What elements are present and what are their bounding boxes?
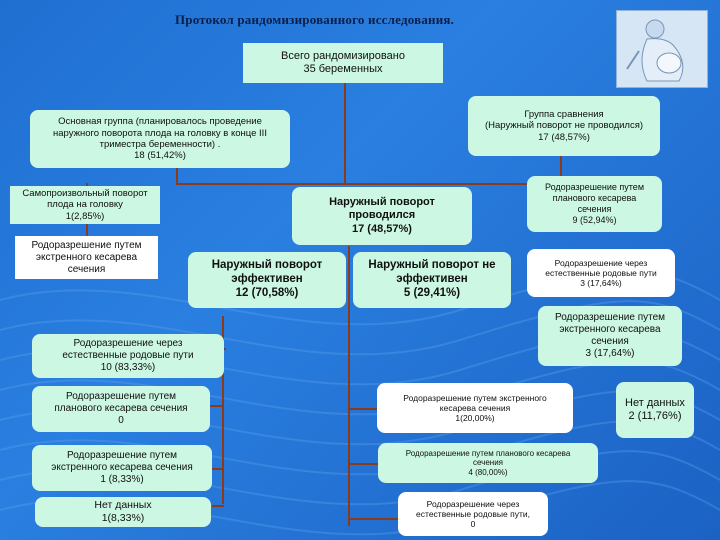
connector <box>222 348 226 350</box>
node-effective-emergency-cs: Родоразрешение путем экстренного кесарев… <box>32 445 212 491</box>
node-effective-planned-cs: Родоразрешение путем планового кесарева … <box>32 386 210 432</box>
illustration-image <box>616 10 708 88</box>
node-comparison-emergency-cs: Родоразрешение путем экстренного кесарев… <box>538 306 682 366</box>
connector <box>348 408 378 410</box>
node-ecv-effective: Наружный поворот эффективен 12 (70,58%) <box>188 252 346 308</box>
connector <box>212 468 224 470</box>
connector <box>344 82 346 184</box>
node-effective-no-data: Нет данных 1(8,33%) <box>35 497 211 527</box>
connector <box>86 183 88 187</box>
node-not-effective-planned-cs: Родоразрешение путем планового кесарева … <box>378 443 598 483</box>
node-not-effective-emergency-cs: Родоразрешение путем экстренного кесарев… <box>377 383 573 433</box>
node-comparison-group: Группа сравнения (Наружный поворот не пр… <box>468 96 660 156</box>
node-main-emergency-cs: Родоразрешение путем экстренного кесарев… <box>15 236 158 279</box>
connector <box>348 246 350 526</box>
node-total-randomized: Всего рандомизировано 35 беременных <box>243 43 443 83</box>
connector <box>560 156 562 184</box>
connector <box>348 518 398 520</box>
node-ecv-performed: Наружный поворот проводился 17 (48,57%) <box>292 187 472 245</box>
connector <box>86 224 88 236</box>
node-ecv-not-effective: Наружный поворот не эффективен 5 (29,41%… <box>353 252 511 308</box>
connector <box>212 505 224 507</box>
connector <box>348 463 378 465</box>
connector <box>176 168 178 184</box>
node-comparison-natural-birth: Родоразрешение через естественные родовы… <box>527 249 675 297</box>
node-comparison-no-data: Нет данных 2 (11,76%) <box>616 382 694 438</box>
node-spontaneous-version: Самопроизвольный поворот плода на головк… <box>10 186 160 224</box>
page-title: Протокол рандомизированного исследования… <box>175 12 455 27</box>
connector <box>222 316 224 504</box>
connector <box>210 405 224 407</box>
node-not-effective-natural-birth: Родоразрешение через естественные родовы… <box>398 492 548 536</box>
connector <box>176 183 562 185</box>
node-main-group: Основная группа (планировалось проведени… <box>30 110 290 168</box>
node-effective-natural-birth: Родоразрешение через естественные родовы… <box>32 334 224 378</box>
node-comparison-planned-cs: Родоразрешение путем планового кесарева … <box>527 176 662 232</box>
